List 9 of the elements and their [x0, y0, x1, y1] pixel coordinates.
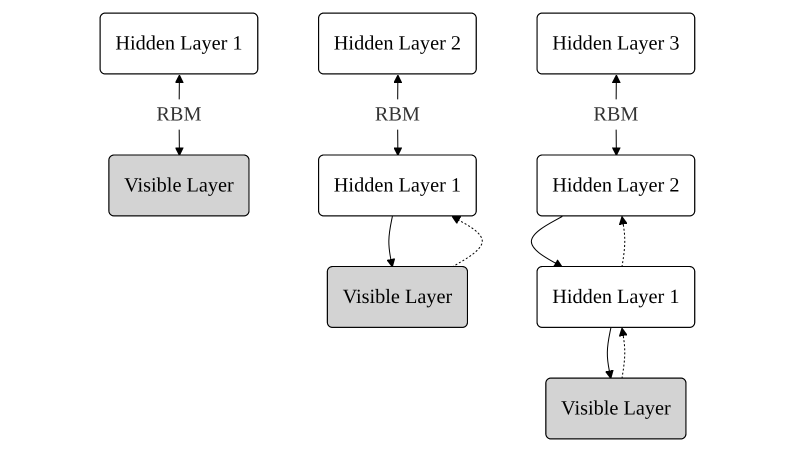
- arrow: [618, 327, 628, 379]
- edge-label: RBM: [374, 103, 420, 126]
- edge-label: RBM: [593, 103, 639, 126]
- arrow: [618, 216, 628, 268]
- arrow: [386, 216, 396, 268]
- edge-label: RBM: [156, 103, 202, 126]
- arrow: [605, 328, 614, 379]
- arrow: [452, 216, 483, 268]
- arrow: [530, 216, 563, 268]
